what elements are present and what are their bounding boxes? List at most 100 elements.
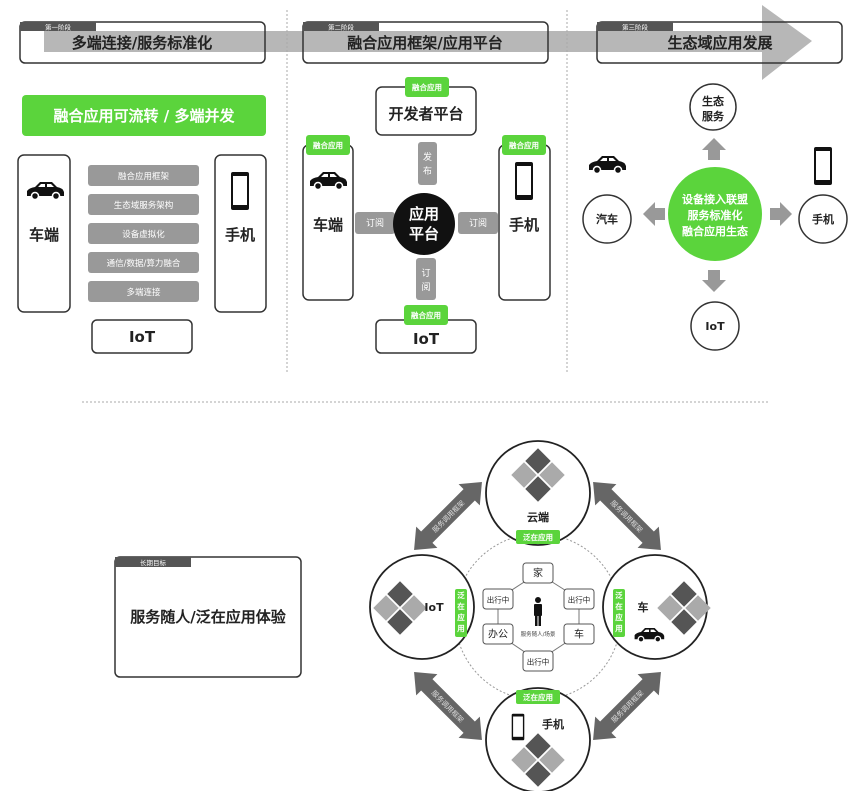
badge-label: 泛在应用 bbox=[523, 692, 553, 702]
subscribe-connector bbox=[458, 212, 498, 234]
person-head bbox=[535, 597, 541, 603]
node-label: 汽车 bbox=[596, 212, 618, 226]
hub-label: 融合应用生态 bbox=[682, 224, 748, 238]
scene-label: 出行中 bbox=[487, 595, 510, 605]
badge-label: 用 bbox=[457, 624, 465, 633]
phone-icon bbox=[231, 172, 249, 210]
service-tile bbox=[539, 747, 565, 773]
phone-icon bbox=[511, 713, 525, 741]
fusion-app-badge bbox=[404, 305, 448, 325]
iot-box bbox=[91, 319, 193, 354]
person-body bbox=[534, 604, 542, 616]
scene-label: 出行中 bbox=[527, 657, 550, 667]
badge-label: 融合应用 bbox=[313, 140, 343, 150]
service-diamond-cluster bbox=[511, 733, 565, 787]
car-label: 车 bbox=[638, 600, 649, 614]
goal-tag-bg bbox=[115, 557, 191, 567]
bidirectional-arrow: 服务调用框架 bbox=[593, 482, 661, 550]
arrow-shape bbox=[414, 672, 482, 740]
car-terminal-label: 车端 bbox=[29, 226, 59, 244]
car-terminal-label: 车端 bbox=[313, 216, 343, 234]
badge-label: 在 bbox=[615, 601, 623, 611]
badge-label: 在 bbox=[457, 601, 465, 611]
scene-node-travel bbox=[482, 588, 514, 610]
car-node bbox=[582, 194, 632, 244]
scene-node-travel bbox=[563, 588, 595, 610]
connector-label: 发 bbox=[423, 151, 432, 163]
layer-label: 生态域服务架构 bbox=[114, 200, 174, 211]
cloud-label: 云端 bbox=[527, 510, 549, 524]
stage-tag: 第二阶段 bbox=[328, 23, 355, 32]
arrow-label: 服务调用框架 bbox=[609, 688, 645, 724]
layer-pill bbox=[88, 252, 199, 273]
ecosystem-hub bbox=[668, 167, 762, 261]
badge-label: 用 bbox=[615, 624, 623, 633]
connector-label: 订 bbox=[421, 268, 430, 279]
iot-label: IoT bbox=[424, 601, 444, 614]
scene-node-office bbox=[482, 623, 514, 645]
hub-label: 平台 bbox=[409, 225, 439, 243]
arrow-shape bbox=[593, 672, 661, 740]
hub-label: 设备接入联盟 bbox=[682, 192, 748, 206]
service-tile bbox=[525, 476, 551, 502]
phone-node bbox=[798, 194, 848, 244]
connector-label: 布 bbox=[423, 165, 432, 177]
service-tile bbox=[671, 581, 697, 607]
stage-tag: 第三阶段 bbox=[622, 23, 649, 32]
ubiquitous-app-badge bbox=[516, 690, 560, 704]
goal-title: 服务随人/泛在应用体验 bbox=[130, 608, 286, 626]
badge-label: 泛 bbox=[457, 590, 465, 600]
iot-label: IoT bbox=[413, 330, 440, 348]
service-tile bbox=[671, 609, 697, 635]
banner-text: 融合应用可流转 / 多端并发 bbox=[54, 107, 236, 125]
connector-label: 订阅 bbox=[469, 218, 487, 229]
eco-service-node bbox=[689, 83, 737, 131]
center-caption: 服务随人/场景 bbox=[521, 630, 556, 638]
connector-label: 阅 bbox=[421, 282, 430, 293]
fusion-app-badge bbox=[502, 135, 546, 155]
developer-platform-label: 开发者平台 bbox=[388, 105, 463, 123]
ubiquitous-app-badge bbox=[455, 589, 467, 637]
layer-label: 通信/数据/算力融合 bbox=[107, 258, 181, 269]
app-platform-hub bbox=[393, 193, 455, 255]
service-tile bbox=[525, 761, 551, 787]
badge-label: 应 bbox=[615, 612, 623, 622]
ubiquitous-app-badge bbox=[613, 589, 625, 637]
hub-label: 服务标准化 bbox=[688, 208, 743, 222]
stage3-header: 第三阶段 生态域应用发展 bbox=[596, 21, 843, 64]
layer-pill bbox=[88, 281, 199, 302]
ubiquitous-app-badge bbox=[516, 530, 560, 544]
service-tile bbox=[525, 448, 551, 474]
fusion-app-badge bbox=[405, 77, 449, 97]
service-tile bbox=[373, 595, 399, 621]
badge-label: 融合应用 bbox=[412, 82, 442, 92]
fusion-app-badge bbox=[306, 135, 350, 155]
phone-label: 手机 bbox=[509, 216, 539, 234]
service-tile bbox=[511, 462, 537, 488]
stage-title: 融合应用框架/应用平台 bbox=[347, 34, 502, 52]
service-tile bbox=[387, 581, 413, 607]
person-leg bbox=[538, 615, 541, 626]
node-label: 手机 bbox=[812, 212, 834, 226]
scene-label: 出行中 bbox=[568, 595, 591, 605]
scene-label: 办公 bbox=[488, 628, 508, 641]
node-label: 服务 bbox=[702, 109, 725, 123]
scene-label: 家 bbox=[533, 567, 543, 580]
node-label: 生态 bbox=[702, 94, 724, 108]
connector-label: 订阅 bbox=[366, 218, 384, 229]
bidirectional-arrow: 服务调用框架 bbox=[593, 672, 661, 740]
stage-title: 生态域应用发展 bbox=[667, 34, 772, 52]
layer-label: 多端连接 bbox=[126, 287, 161, 298]
arrow-label: 服务调用框架 bbox=[430, 688, 466, 724]
badge-label: 泛在应用 bbox=[523, 532, 553, 542]
phone-icon bbox=[814, 147, 832, 185]
service-tile bbox=[657, 595, 683, 621]
node-label: IoT bbox=[705, 320, 725, 333]
phone-label: 手机 bbox=[542, 717, 564, 731]
badge-label: 融合应用 bbox=[509, 140, 539, 150]
stage3-arrows bbox=[643, 138, 792, 292]
layer-label: 融合应用框架 bbox=[118, 171, 170, 182]
stage2-header: 第二阶段 融合应用框架/应用平台 bbox=[302, 21, 549, 64]
service-diamond-cluster bbox=[511, 448, 565, 502]
scene-node-home bbox=[522, 562, 554, 584]
